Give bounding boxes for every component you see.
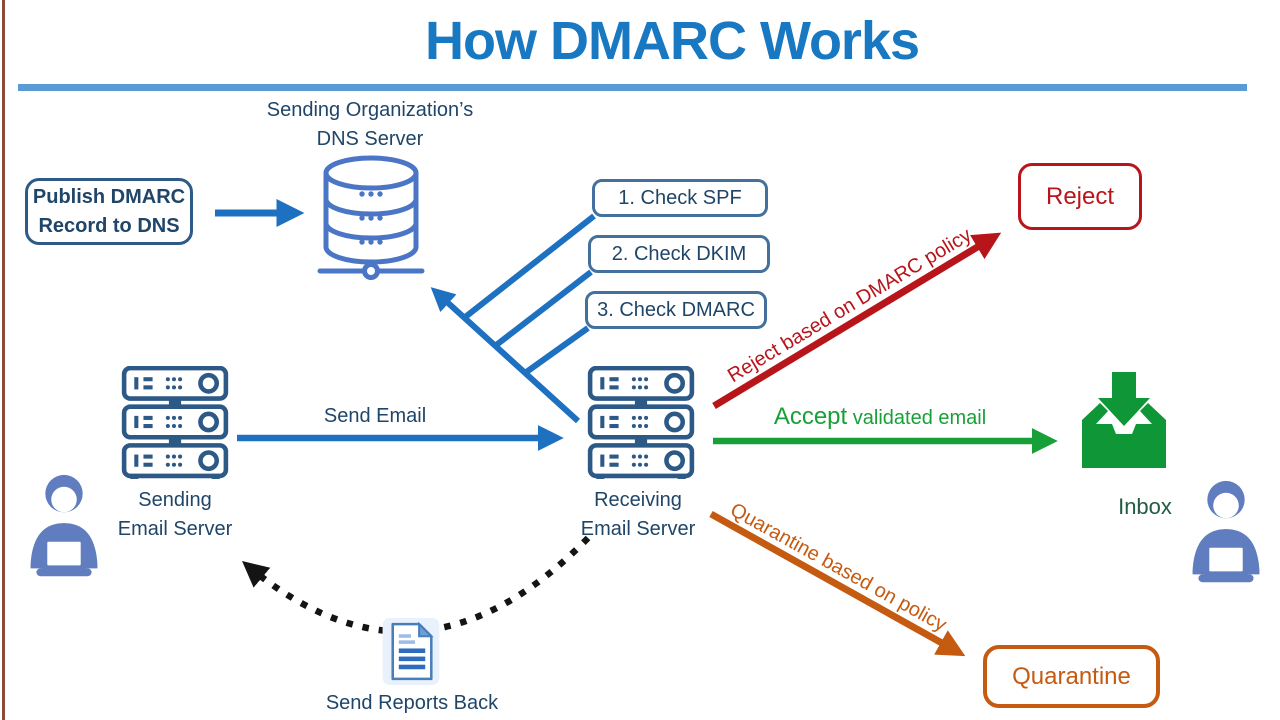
accept-rest: validated email [847,407,987,429]
check-spf-connector [462,213,596,321]
check-spf-box: 1. Check SPF [592,179,768,217]
receiving-server-label: Receiving Email Server [580,489,696,540]
send-email-label: Send Email [323,405,427,427]
sending-server-icon [121,366,229,479]
check-dmarc-box: 3. Check DMARC [585,291,767,329]
dns-query-arrow [430,287,581,424]
quarantine-arrow-label: Quarantine based on policy [726,498,951,637]
title-underline [18,84,1247,91]
reject-box-label: Reject [1045,182,1115,210]
person-sender-icon [30,474,98,577]
check-spf-label: 1. Check SPF [618,186,742,209]
accept-arrow-label: Accept validated email [740,403,1020,431]
page-title: How DMARC Works [424,11,920,71]
accept-word: Accept [773,403,848,430]
inbox-label: Inbox [1118,494,1172,519]
send-reports-label: Send Reports Back [325,692,499,714]
check-dkim-connector [493,269,593,349]
check-dkim-box: 2. Check DKIM [588,235,770,273]
quarantine-box-label: Quarantine [1012,662,1131,690]
reject-box: Reject [1018,163,1142,230]
sending-server-label: Sending Email Server [117,489,233,540]
dns-server-label: Sending Organization’s DNS Server [266,99,474,150]
publish-dmarc-label: Publish DMARC Record to DNS [32,185,186,237]
check-dmarc-label: 3. Check DMARC [597,298,755,321]
publish-dmarc-box: Publish DMARC Record to DNS [25,178,193,245]
left-edge-line [2,0,5,720]
inbox-icon [1082,372,1166,468]
report-document-icon [382,618,440,685]
dns-database-icon [317,155,425,280]
receiving-server-icon [587,366,695,479]
quarantine-arrow [709,510,966,657]
quarantine-box: Quarantine [983,645,1160,708]
check-dkim-label: 2. Check DKIM [611,242,747,265]
person-recipient-icon [1192,480,1260,583]
check-dmarc-connector [523,325,590,376]
